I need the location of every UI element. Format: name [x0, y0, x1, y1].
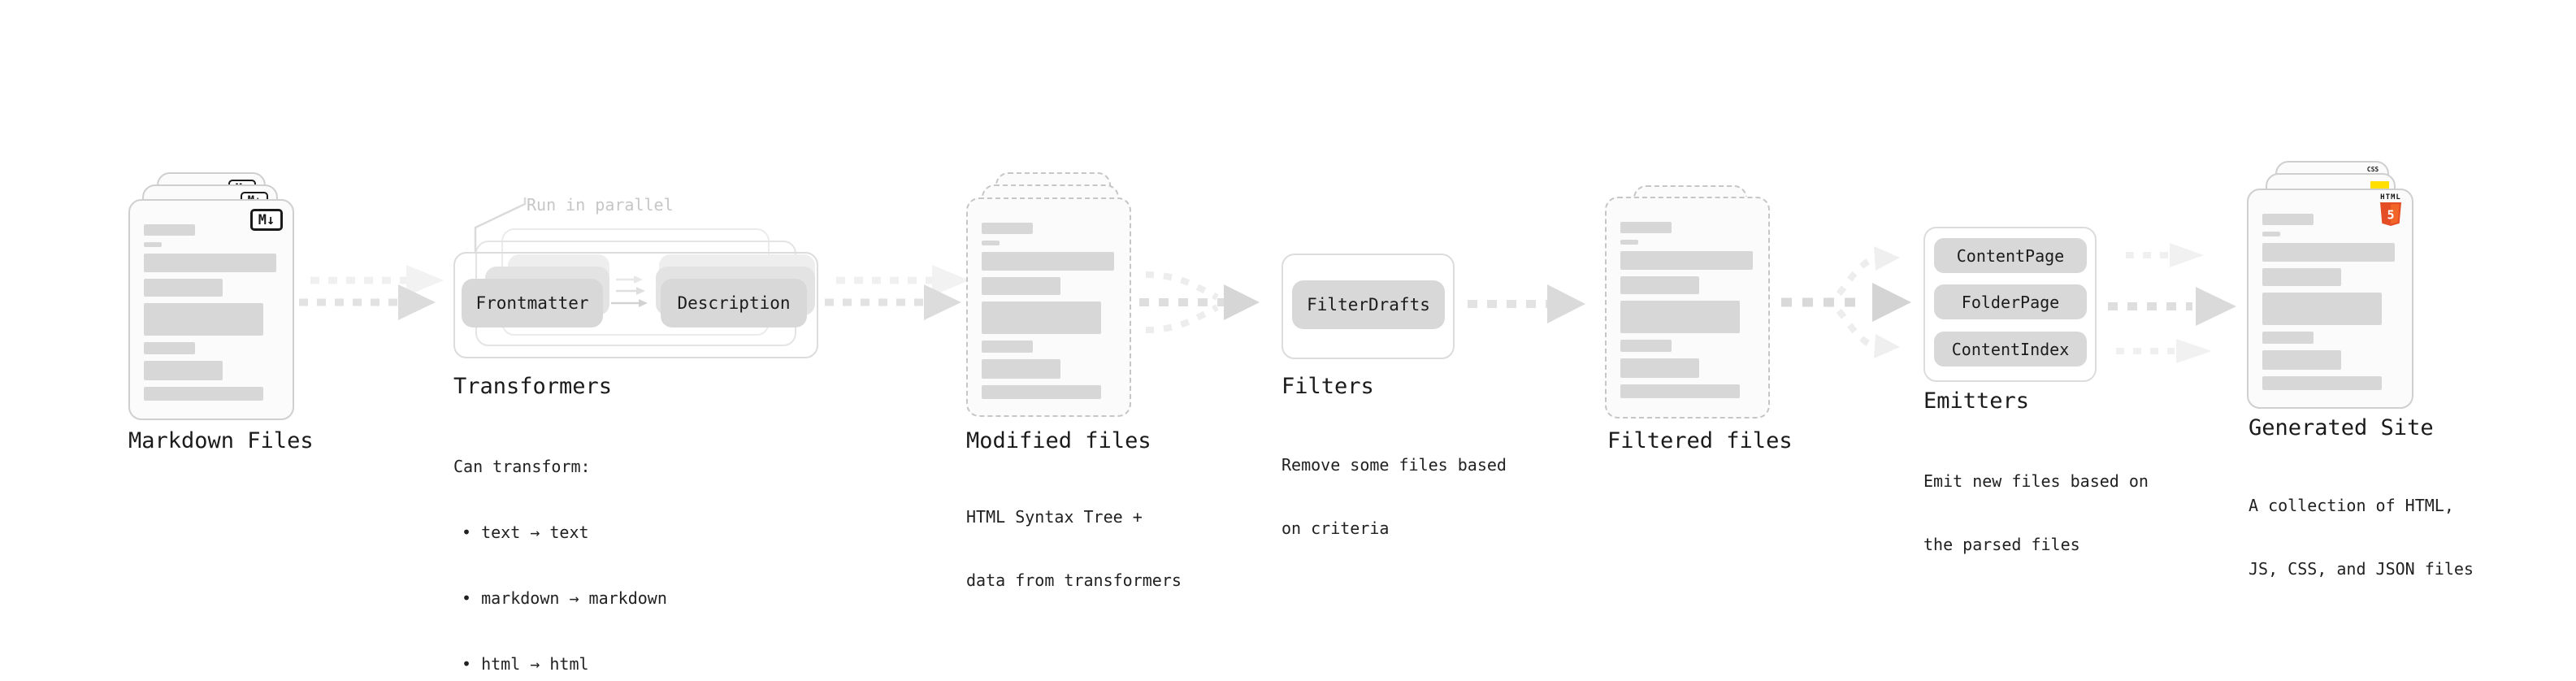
transformers-description: Can transform: • text → text • markdown …	[453, 412, 667, 681]
arrow-emitters-to-site	[2108, 243, 2236, 363]
transformers-bullet: • markdown → markdown	[462, 588, 667, 608]
doc-content-bars	[2262, 214, 2398, 390]
emitters-frame	[1923, 227, 2097, 382]
doc-content-bars	[1620, 222, 1754, 398]
filtered-files-label: Filtered files	[1607, 428, 1793, 453]
contentpage-pill: ContentPage	[1934, 238, 2087, 273]
markdown-files-label: Markdown Files	[128, 428, 314, 453]
emitters-description: Emit new files based on the parsed files	[1923, 428, 2149, 597]
html5-shield: 5	[2380, 202, 2401, 226]
filters-frame	[1281, 254, 1455, 359]
transformers-bullet: • html → html	[462, 654, 589, 674]
emitters-desc-line: the parsed files	[1923, 535, 2080, 554]
doc-content-bars	[144, 224, 279, 401]
markdown-doc-front: M↓	[128, 199, 294, 420]
emitters-label: Emitters	[1923, 388, 2030, 414]
frontmatter-pill: Frontmatter	[462, 279, 603, 327]
css-icon-label: CSS	[2366, 166, 2379, 173]
modified-files-desc-line: data from transformers	[966, 570, 1182, 590]
generated-site-desc-line: JS, CSS, and JSON files	[2249, 559, 2474, 579]
description-pill: Description	[661, 279, 807, 327]
transformers-label: Transformers	[453, 374, 613, 399]
modified-files-description: HTML Syntax Tree + data from transformer…	[966, 464, 1182, 633]
folderpage-pill: FolderPage	[1934, 284, 2087, 319]
transformers-desc-title: Can transform:	[453, 457, 591, 476]
arrow-markdown-to-transformers	[299, 265, 444, 320]
doc-content-bars	[982, 223, 1116, 399]
filters-description: Remove some files based on criteria	[1281, 412, 1507, 581]
arrow-modified-to-filters-merge	[1139, 271, 1260, 333]
html5-icon-label: HTML	[2380, 193, 2401, 202]
emitters-desc-line: Emit new files based on	[1923, 471, 2149, 491]
site-doc-front-html: HTML 5	[2247, 189, 2413, 409]
svg-text:5: 5	[2387, 208, 2394, 223]
filters-desc-line: Remove some files based	[1281, 455, 1507, 475]
run-in-parallel-annotation: Run in parallel	[527, 195, 674, 215]
generated-site-description: A collection of HTML, JS, CSS, and JSON …	[2249, 453, 2474, 622]
filters-label: Filters	[1281, 374, 1374, 399]
markdown-icon: M↓	[250, 209, 283, 231]
transformer-frame-front	[453, 252, 818, 358]
transformer-mini-arrows	[611, 275, 648, 307]
transformers-bullet: • text → text	[462, 523, 589, 542]
modified-files-label: Modified files	[966, 428, 1151, 453]
arrow-filtered-to-emitters-split	[1781, 246, 1911, 358]
arrow-filters-to-filtered	[1468, 284, 1585, 323]
run-in-parallel-bracket	[474, 197, 527, 253]
filters-desc-line: on criteria	[1281, 518, 1390, 538]
filtered-doc-front	[1605, 197, 1770, 419]
modified-doc-front	[966, 197, 1131, 417]
generated-site-label: Generated Site	[2249, 415, 2434, 440]
contentindex-pill: ContentIndex	[1934, 332, 2087, 367]
modified-files-desc-line: HTML Syntax Tree +	[966, 507, 1143, 527]
generated-site-desc-line: A collection of HTML,	[2249, 496, 2454, 515]
filterdrafts-pill: FilterDrafts	[1292, 280, 1445, 329]
arrow-transformers-to-modified	[825, 265, 969, 320]
html5-icon: HTML 5	[2380, 194, 2401, 229]
